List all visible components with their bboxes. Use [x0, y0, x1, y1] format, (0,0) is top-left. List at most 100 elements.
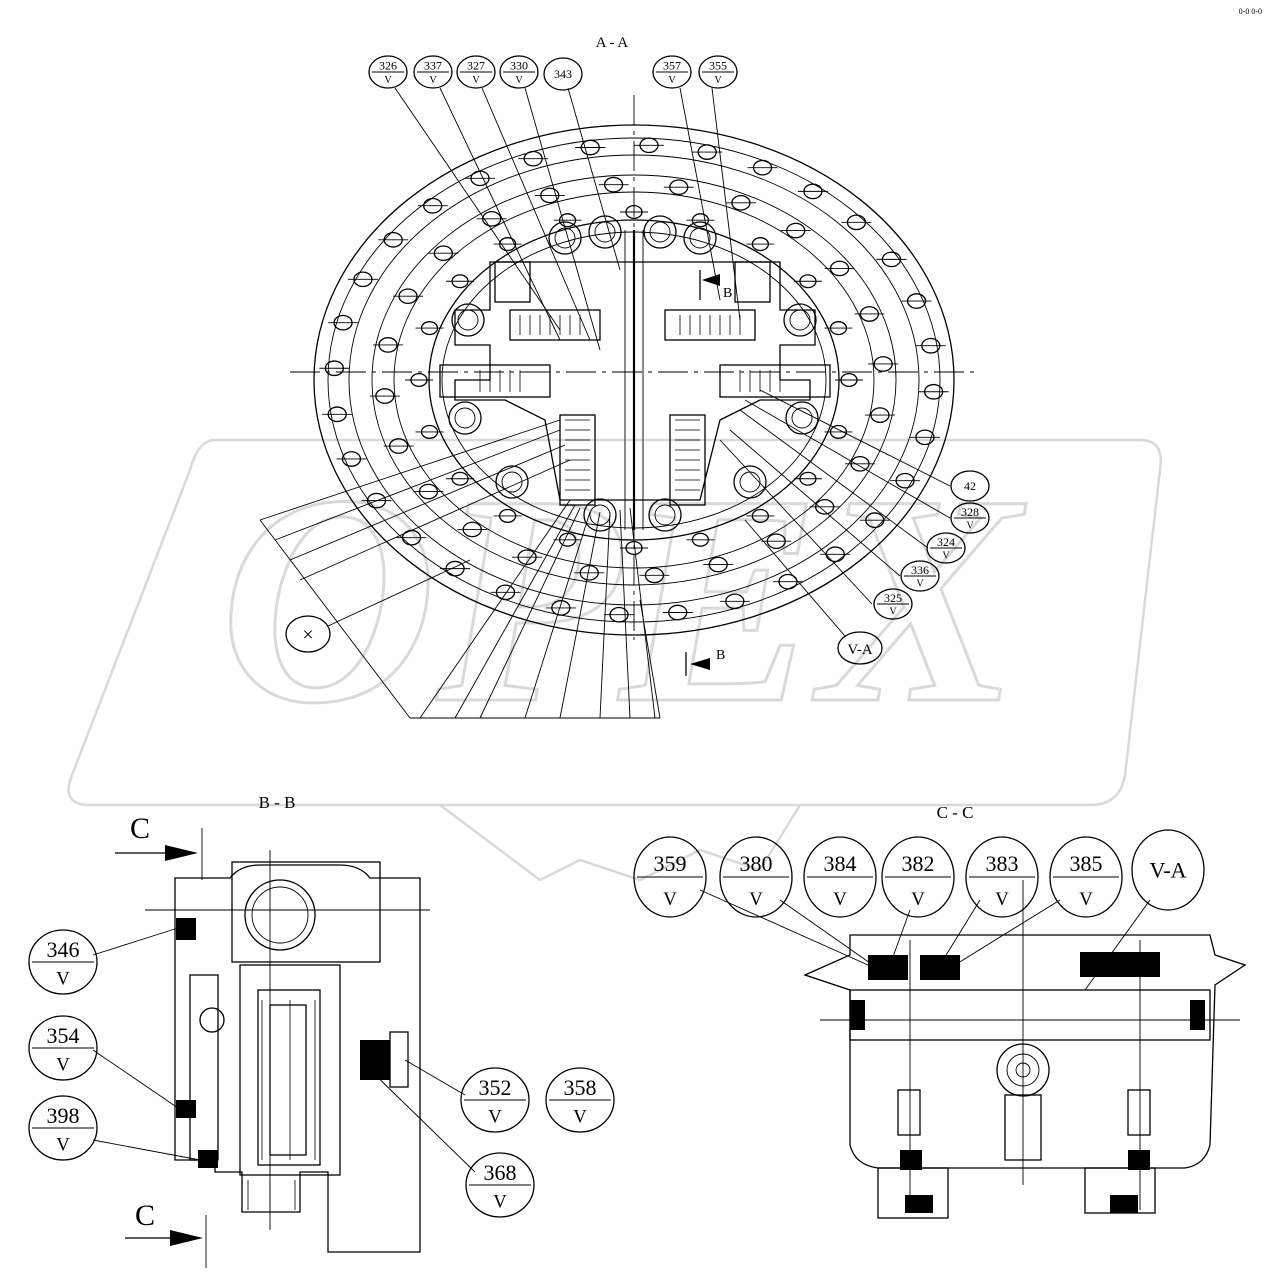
- callout-number: 352: [479, 1075, 512, 1100]
- callout-number: 382: [902, 851, 935, 876]
- callout-suffix: V: [488, 1106, 502, 1127]
- section-title-aa: A - A: [596, 35, 629, 51]
- callout-aa-343: 343: [543, 57, 621, 271]
- callout-suffix: V: [663, 889, 677, 910]
- callout-number: 398: [47, 1103, 80, 1128]
- callout-number: 325: [884, 591, 902, 605]
- callout-suffix: V: [573, 1106, 587, 1127]
- section-title-cc: C - C: [937, 803, 974, 822]
- callout-suffix: V: [833, 889, 847, 910]
- callout-number: 358: [564, 1075, 597, 1100]
- valve-boss: [583, 498, 617, 532]
- callout-number: 354: [47, 1023, 80, 1048]
- spool-right: [719, 364, 831, 398]
- callout-number: 355: [709, 59, 727, 73]
- callout-suffix: V: [995, 889, 1009, 910]
- callout-suffix: V: [916, 579, 924, 590]
- callout-number: 326: [379, 59, 397, 73]
- callout-suffix: V: [1079, 889, 1093, 910]
- callout-x-label: ×: [302, 624, 313, 646]
- callout-va-label: V-A: [847, 642, 872, 658]
- valve-body: [454, 261, 816, 501]
- callout-cc-v-a: V-A: [1084, 829, 1205, 991]
- callout-number: 336: [911, 563, 929, 577]
- callout-number: 324: [937, 535, 955, 549]
- spring-hatching: [479, 315, 781, 491]
- callout-va: V-A: [744, 519, 883, 665]
- callout-suffix: V: [749, 889, 763, 910]
- callout-suffix: V: [942, 551, 950, 562]
- section-arrow-b-lower: B: [716, 648, 725, 663]
- callout-number: 385: [1070, 851, 1103, 876]
- callout-suffix: V: [966, 521, 974, 532]
- callout-number: 359: [654, 851, 687, 876]
- callout-number: 327: [467, 59, 485, 73]
- section-title-bb: B - B: [259, 793, 296, 812]
- callout-x: ×: [285, 559, 471, 653]
- callout-aa-right-42: 42: [759, 389, 990, 502]
- callout-suffix: V: [384, 75, 392, 86]
- callout-suffix: V: [56, 1054, 70, 1075]
- valve-boss: [733, 465, 767, 499]
- callout-number: 368: [484, 1160, 517, 1185]
- callout-number: 328: [961, 505, 979, 519]
- valve-boss: [451, 303, 485, 337]
- callout-suffix: V: [472, 75, 480, 86]
- callout-number: V-A: [1149, 858, 1186, 883]
- valve-boss: [648, 498, 682, 532]
- section-aa-view: B B: [259, 95, 975, 719]
- bb-body: [174, 864, 421, 1253]
- section-cc-view: [803, 880, 1247, 1219]
- callout-number: 343: [554, 67, 572, 81]
- watermark-frame: [67, 438, 1163, 882]
- section-arrow-b-upper: B: [723, 286, 732, 301]
- bolt-holes-group: [319, 137, 949, 623]
- callout-number: 42: [964, 479, 976, 493]
- valve-boss: [683, 221, 717, 255]
- valve-boss: [785, 401, 819, 435]
- callout-number: 383: [986, 851, 1019, 876]
- valve-boss: [588, 215, 622, 249]
- valve-boss: [783, 303, 817, 337]
- callout-suffix: V: [911, 889, 925, 910]
- callout-number: 384: [824, 851, 857, 876]
- section-bb-view: C C: [115, 812, 430, 1268]
- spool-left: [439, 364, 551, 398]
- callout-suffix: V: [429, 75, 437, 86]
- valve-boss: [643, 215, 677, 249]
- callout-number: 380: [740, 851, 773, 876]
- callout-number: 346: [47, 937, 80, 962]
- valve-boss: [448, 401, 482, 435]
- watermark-text: OPEX: [220, 433, 1026, 765]
- section-arrow-c-upper: C: [130, 812, 150, 845]
- callout-number: 357: [663, 59, 681, 73]
- callout-bb-368: 368 V: [364, 1064, 535, 1218]
- callout-suffix: V: [889, 607, 897, 618]
- callout-suffix: V: [56, 968, 70, 989]
- section-arrow-c-lower: C: [135, 1199, 155, 1232]
- cc-body: [803, 934, 1247, 1169]
- corner-mark: 0-0 0-0: [1239, 7, 1262, 16]
